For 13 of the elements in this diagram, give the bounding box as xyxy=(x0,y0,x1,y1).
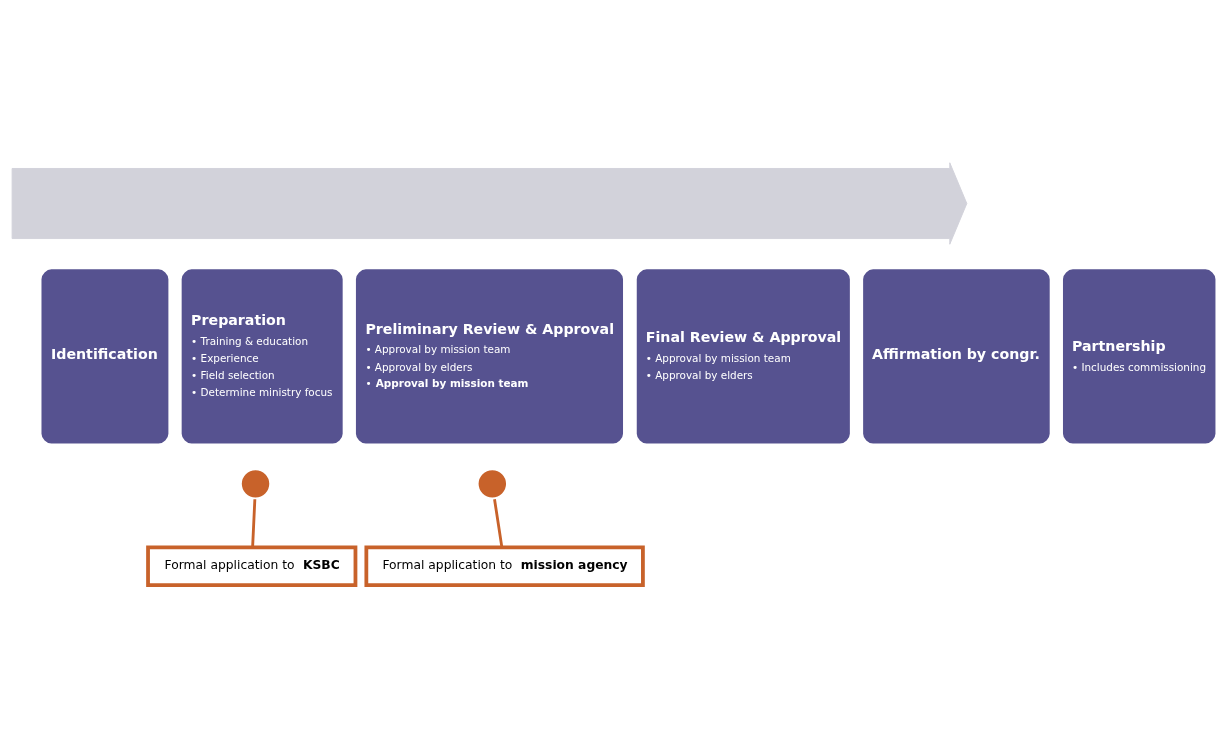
node-box: Preliminary Review & Approval • Approval by mission team • Approval by elders • Approval by mission team xyxy=(353,266,626,447)
node-arrow xyxy=(11,162,968,245)
node-box: Partnership • Includes commissioning xyxy=(1060,266,1219,447)
node-box: Preparation • Training & education • Experience • Field selection • Determine ministry focus xyxy=(178,266,346,447)
connector xyxy=(493,499,504,548)
node-box: Affirmation by congr. xyxy=(860,266,1053,447)
connector xyxy=(251,499,257,548)
node-box: Final Review & Approval • Approval by mission team • Approval by elders xyxy=(633,266,853,447)
node-box: Formal application to mission agency xyxy=(364,545,645,588)
node-circle xyxy=(238,467,273,501)
node-box: Identification xyxy=(38,266,172,447)
node-box: Formal application to KSBC xyxy=(146,545,358,588)
node-circle xyxy=(475,467,509,501)
